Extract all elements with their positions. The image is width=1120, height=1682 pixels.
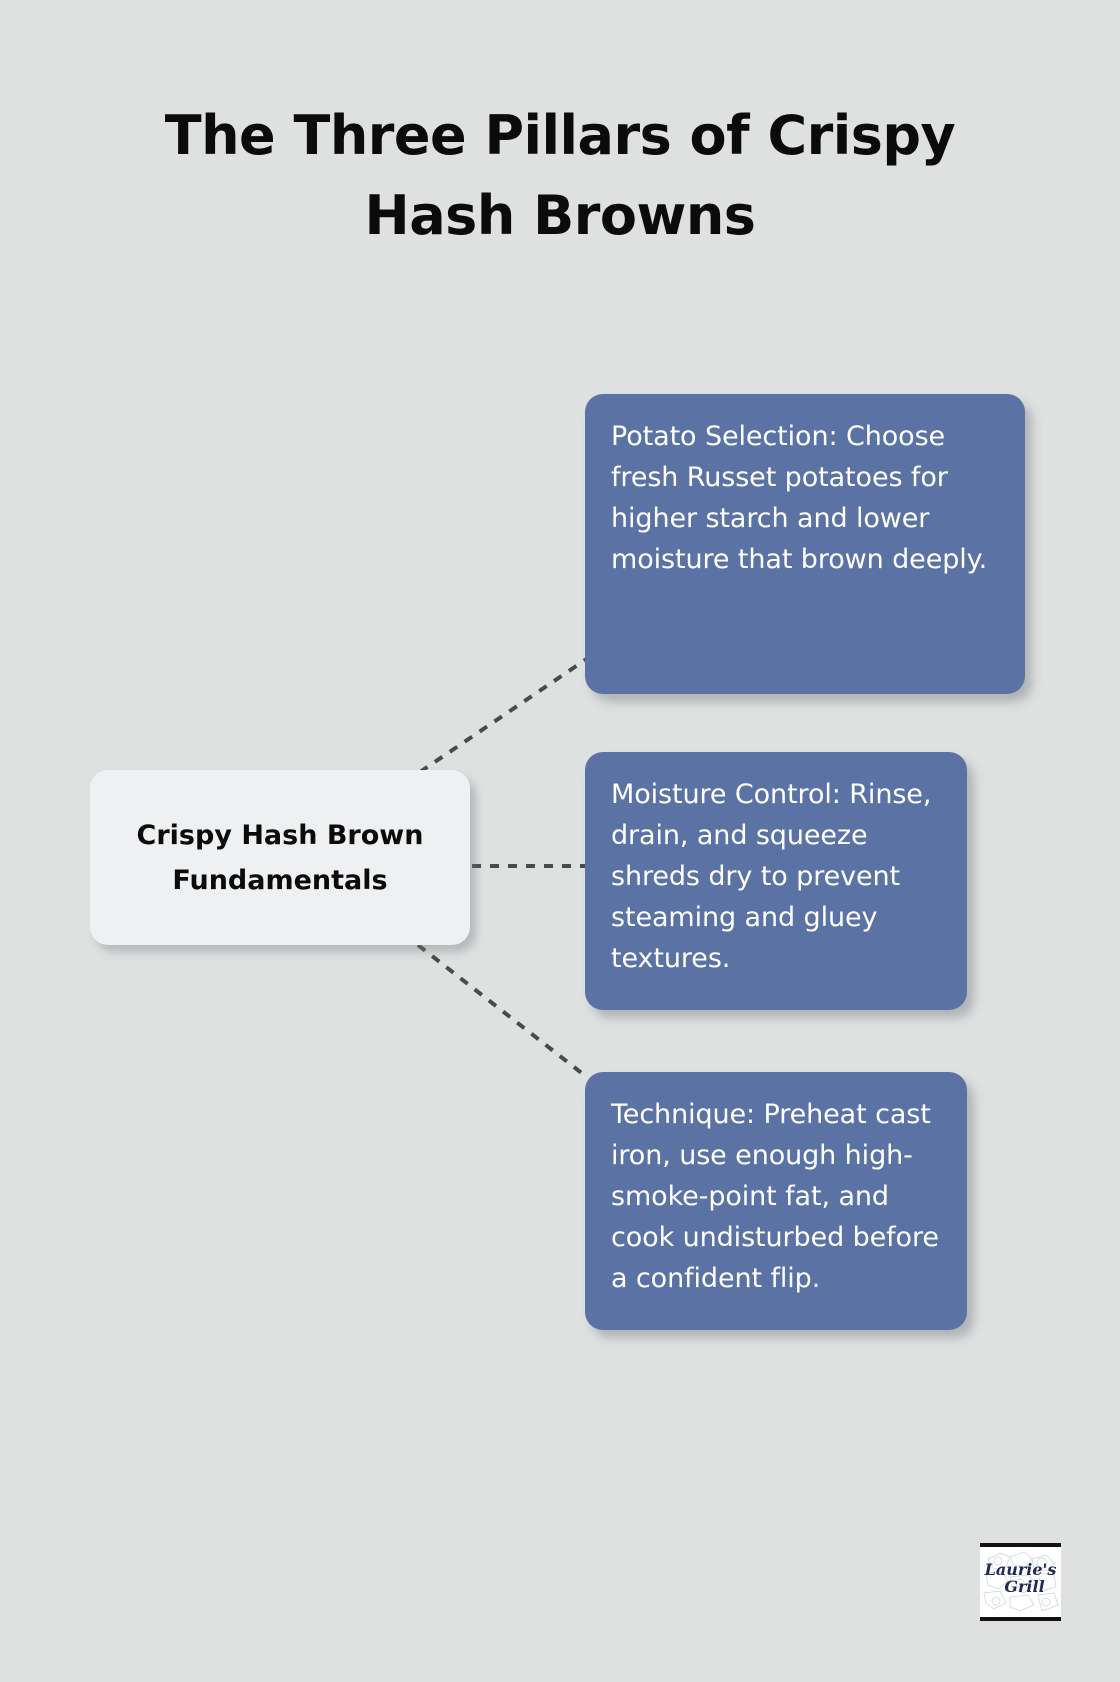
branch-label-potato-selection: Potato Selection: Choose fresh Russet po… [611, 421, 988, 575]
page-title: The Three Pillars of Crispy Hash Browns [164, 104, 956, 247]
branch-label-technique: Technique: Preheat cast iron, use enough… [611, 1099, 939, 1294]
logo-line-2: Grill [1004, 1577, 1045, 1596]
branch-node-moisture-control[interactable]: Moisture Control: Rinse, drain, and sque… [585, 752, 967, 1010]
branch-node-technique[interactable]: Technique: Preheat cast iron, use enough… [585, 1072, 967, 1330]
branch-label-moisture-control: Moisture Control: Rinse, drain, and sque… [611, 779, 932, 974]
center-node[interactable]: Crispy Hash Brown Fundamentals [90, 770, 470, 945]
connector-line-technique [416, 943, 590, 1080]
connector-line-potato-selection [418, 656, 590, 774]
center-node-label: Crispy Hash Brown Fundamentals [136, 819, 424, 896]
logo-line-1: Laurie's [984, 1560, 1057, 1579]
logo-background-sketch-icon [983, 1551, 1059, 1612]
brand-logo: Laurie's Grill [980, 1543, 1061, 1621]
logo-wordmark: Laurie's Grill [980, 1561, 1061, 1595]
branch-node-potato-selection[interactable]: Potato Selection: Choose fresh Russet po… [585, 394, 1025, 694]
